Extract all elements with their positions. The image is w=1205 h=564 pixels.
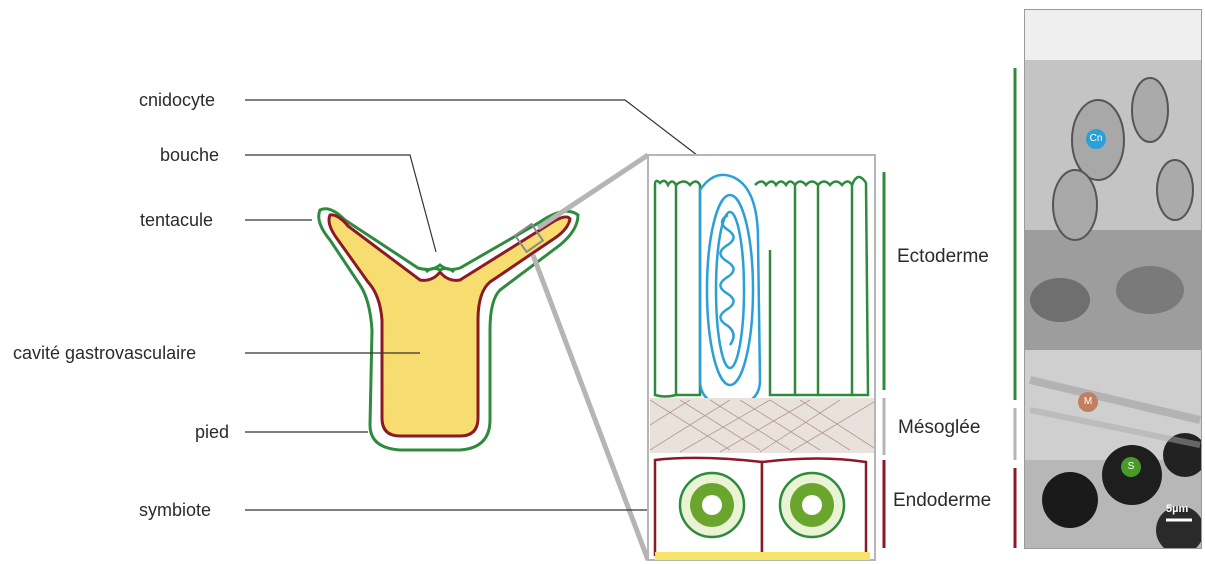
badge-cn: Cn	[1086, 129, 1106, 149]
label-cavite-gastrovasculaire: cavité gastrovasculaire	[13, 342, 196, 364]
electron-micrograph	[1025, 10, 1205, 554]
badge-m: M	[1078, 392, 1098, 412]
badge-s: S	[1121, 457, 1141, 477]
label-symbiote: symbiote	[139, 499, 211, 521]
symbiont-1	[680, 473, 744, 537]
symbiont-2	[780, 473, 844, 537]
label-pied: pied	[195, 421, 229, 443]
layer-mesoglee: Mésoglée	[898, 417, 980, 439]
zoom-panel	[648, 155, 875, 564]
scale-bar-label: 5µm	[1166, 503, 1188, 515]
layer-endoderme: Endoderme	[893, 490, 991, 512]
label-tentacule: tentacule	[140, 209, 213, 231]
layer-ectoderme: Ectoderme	[897, 246, 989, 268]
endoderm-cells	[655, 458, 870, 564]
label-cnidocyte: cnidocyte	[139, 89, 215, 111]
label-bouche: bouche	[160, 144, 219, 166]
mesoglea-layer	[650, 398, 874, 453]
polyp-body	[319, 209, 578, 450]
